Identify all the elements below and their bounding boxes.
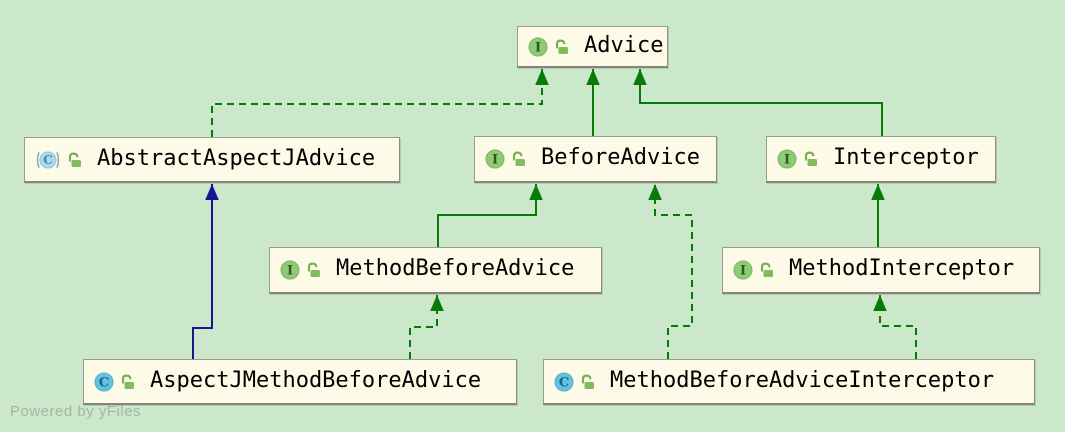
open-padlock-icon <box>804 151 817 166</box>
open-padlock-icon <box>121 373 134 389</box>
class-node-before-advice[interactable]: I BeforeAdvice <box>474 136 717 183</box>
open-padlock-icon <box>68 151 81 167</box>
class-node-method-before-advice[interactable]: I MethodBeforeAdvice <box>269 247 602 294</box>
class-name-label: MethodBeforeAdviceInterceptor <box>610 367 995 393</box>
interface-icon: I <box>777 149 797 169</box>
class-node-advice[interactable]: I Advice <box>517 26 668 68</box>
class-node-abstract-aspectj-advice[interactable]: C AbstractAspectJAdvice <box>24 137 400 183</box>
open-padlock-icon <box>555 38 568 54</box>
svg-text:I: I <box>287 264 293 279</box>
class-node-aspectj-method-before-advice[interactable]: C AspectJMethodBeforeAdvice <box>83 359 517 405</box>
interface-icon: I <box>280 260 300 280</box>
svg-text:I: I <box>535 40 541 55</box>
open-padlock-icon <box>307 262 320 277</box>
interface-icon: I <box>733 260 753 280</box>
svg-text:C: C <box>559 375 569 390</box>
interface-icon: I <box>485 149 505 169</box>
class-node-interceptor[interactable]: I Interceptor <box>766 136 996 183</box>
class-node-method-interceptor[interactable]: I MethodInterceptor <box>722 247 1040 294</box>
open-padlock-icon <box>760 262 773 277</box>
open-padlock-icon <box>581 373 594 389</box>
svg-text:C: C <box>43 153 53 167</box>
class-name-label: BeforeAdvice <box>541 145 700 170</box>
class-name-label: AspectJMethodBeforeAdvice <box>150 367 482 393</box>
class-icon: C <box>94 372 114 391</box>
edge-implements-method-before-advice-interceptor-to-method-interceptor <box>873 295 917 359</box>
svg-text:I: I <box>492 153 498 168</box>
edge-extends-method-before-advice-to-before-advice <box>437 184 543 247</box>
class-node-method-before-advice-interceptor[interactable]: C MethodBeforeAdviceInterceptor <box>543 359 1035 405</box>
class-name-label: MethodBeforeAdvice <box>336 256 575 281</box>
abstract-class-icon: C <box>36 151 60 168</box>
edge-implements-method-before-advice-interceptor-to-before-advice <box>648 184 693 359</box>
svg-text:I: I <box>740 264 746 279</box>
edge-extends-interceptor-to-advice <box>633 69 883 136</box>
edge-extends-aspectj-method-before-advice-to-abstract-aspectj-advice <box>192 184 219 359</box>
edge-implements-aspectj-method-before-advice-to-method-before-advice <box>409 295 444 359</box>
class-name-label: Interceptor <box>833 145 979 170</box>
svg-text:I: I <box>784 153 790 168</box>
class-icon: C <box>554 372 574 391</box>
open-padlock-icon <box>512 151 525 166</box>
svg-text:C: C <box>99 375 109 390</box>
class-name-label: Advice <box>584 32 664 58</box>
interface-icon: I <box>528 37 548 56</box>
class-name-label: AbstractAspectJAdvice <box>97 145 376 171</box>
yfiles-watermark: Powered by yFiles <box>10 403 142 420</box>
edge-implements-abstract-aspectj-advice-to-advice <box>211 69 549 137</box>
class-name-label: MethodInterceptor <box>789 256 1015 281</box>
